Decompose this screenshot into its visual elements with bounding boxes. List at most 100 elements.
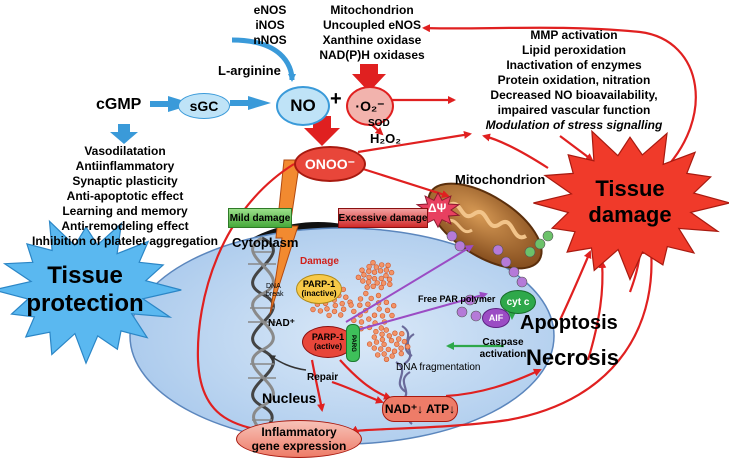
tissue-damage-line-1: Tissue [595, 176, 665, 201]
par-bead [391, 348, 398, 354]
membrane-protein [508, 266, 520, 278]
par-bead [358, 319, 365, 325]
damage-mmp-activation: MMP activation [530, 28, 618, 42]
cytoplasm-label: Cytoplasm [232, 235, 299, 250]
arrow-larginine-to-no [231, 37, 296, 82]
par-bead [379, 336, 386, 343]
source-xanthine-oxidase: Xanthine oxidase [322, 33, 422, 47]
par-bead [371, 269, 378, 275]
par-bead [343, 294, 349, 300]
damage-vascular-function: impaired vascular function [497, 103, 651, 117]
membrane-protein [446, 230, 458, 242]
source-mitochondrion: Mitochondrion [330, 3, 414, 17]
par-bead [383, 267, 390, 273]
delta-psi-label: ΔΨ [428, 201, 447, 215]
par-bead [379, 313, 386, 319]
par-bead [375, 292, 382, 299]
par-bead [361, 272, 367, 278]
excessive-damage-tag: Excessive damage [338, 208, 428, 228]
par-bead [398, 345, 404, 351]
par-bead [370, 260, 376, 266]
membrane-protein [524, 246, 536, 258]
par-bead [368, 295, 374, 302]
inflammatory-line-1: Inflammatory [261, 425, 337, 439]
par-bead [386, 333, 392, 339]
par-bead [386, 276, 393, 282]
par-bead [366, 268, 372, 274]
par-bead [383, 327, 389, 333]
nad-atp-depletion: NAD⁺↓ ATP↓ [382, 396, 458, 422]
sgc-node: sGC [178, 93, 230, 119]
par-bead [388, 269, 395, 276]
par-bead [398, 350, 404, 357]
effect-learning-memory: Learning and memory [62, 204, 188, 218]
arrow-no-to-sgc [230, 96, 271, 110]
par-bead [383, 272, 389, 279]
par-bead [385, 262, 391, 268]
par-arrows [345, 244, 488, 333]
damage-enzyme-inactivation: Inactivation of enzymes [506, 58, 642, 72]
parp-active-state: (active) [313, 342, 342, 351]
arrow-sources-to-superoxide [352, 64, 386, 92]
par-bead [359, 267, 365, 273]
caspase-activation: Caspase activation [468, 337, 538, 361]
par-bead [365, 301, 371, 307]
parp-active: PARP-1 (active) [302, 326, 354, 358]
par-bead [381, 341, 387, 348]
par-bead [357, 296, 364, 302]
nucleus-label: Nucleus [262, 390, 317, 406]
par-bead [366, 274, 372, 280]
effect-anti-apoptotic: Anti-apoptotic effect [66, 189, 184, 203]
superoxide-sources: Mitochondrion Uncoupled eNOS Xanthine ox… [306, 3, 438, 63]
par-bead [374, 280, 380, 286]
parg-enzyme: PARG [346, 324, 360, 362]
par-bead [381, 351, 387, 357]
par-bead [371, 345, 377, 351]
par-bead [391, 303, 397, 309]
par-bead [370, 283, 376, 289]
effect-antiinflammatory: Antiinflammatory [75, 159, 175, 173]
damage-effects-list: MMP activation Lipid peroxidation Inacti… [456, 28, 692, 133]
par-bead [339, 300, 345, 307]
free-par-label: Free PAR polymer [418, 294, 496, 304]
nos-enzymes: eNOS iNOS nNOS [240, 3, 300, 48]
damage-no-bioavailability: Decreased NO bioavailability, [490, 88, 658, 102]
membrane-protein [542, 230, 554, 242]
tissue-damage-line-2: damage [588, 202, 672, 227]
arrow-sgc-to-cgmp [150, 96, 194, 112]
tissue-protection-line-2: protection [26, 290, 144, 317]
par-bead [366, 341, 373, 347]
mitochondrion-label: Mitochondrion [455, 172, 546, 187]
dna-fragmentation-label: DNA fragmentation [396, 362, 481, 373]
par-bead [340, 306, 347, 312]
necrosis-label: Necrosis [526, 345, 619, 370]
no-node: NO [276, 86, 330, 126]
tissue-protection-line-1: Tissue [47, 262, 123, 289]
tissue-protection-burst [0, 219, 182, 365]
par-bead [373, 264, 380, 270]
protective-effects-list: Vasodilatation Antiinflammatory Synaptic… [0, 144, 250, 249]
par-bead [396, 336, 402, 342]
source-nadph-oxidases: NAD(P)H oxidases [319, 48, 425, 62]
parp-inactive-name: PARP-1 [302, 279, 336, 289]
membrane-protein [454, 240, 466, 252]
par-bead [366, 316, 372, 322]
par-bead [376, 306, 382, 312]
par-bead [379, 331, 385, 337]
par-bead [378, 346, 384, 352]
tissue-protection-label: Tissue protection [10, 262, 160, 318]
par-bead [394, 341, 400, 347]
repair-arrow [268, 354, 307, 371]
caspase-line-2: activation [479, 349, 527, 360]
par-bead [351, 308, 357, 315]
effect-anti-remodeling: Anti-remodeling effect [61, 219, 189, 233]
par-bead [387, 281, 393, 288]
damage-stress-signalling: Modulation of stress signalling [485, 118, 663, 132]
membrane-protein [516, 276, 528, 288]
h2o2-label: H₂O₂ [370, 131, 402, 146]
par-bead [399, 331, 405, 337]
membrane-protein [500, 256, 512, 268]
par-bead [363, 290, 369, 297]
par-bead [383, 299, 390, 305]
